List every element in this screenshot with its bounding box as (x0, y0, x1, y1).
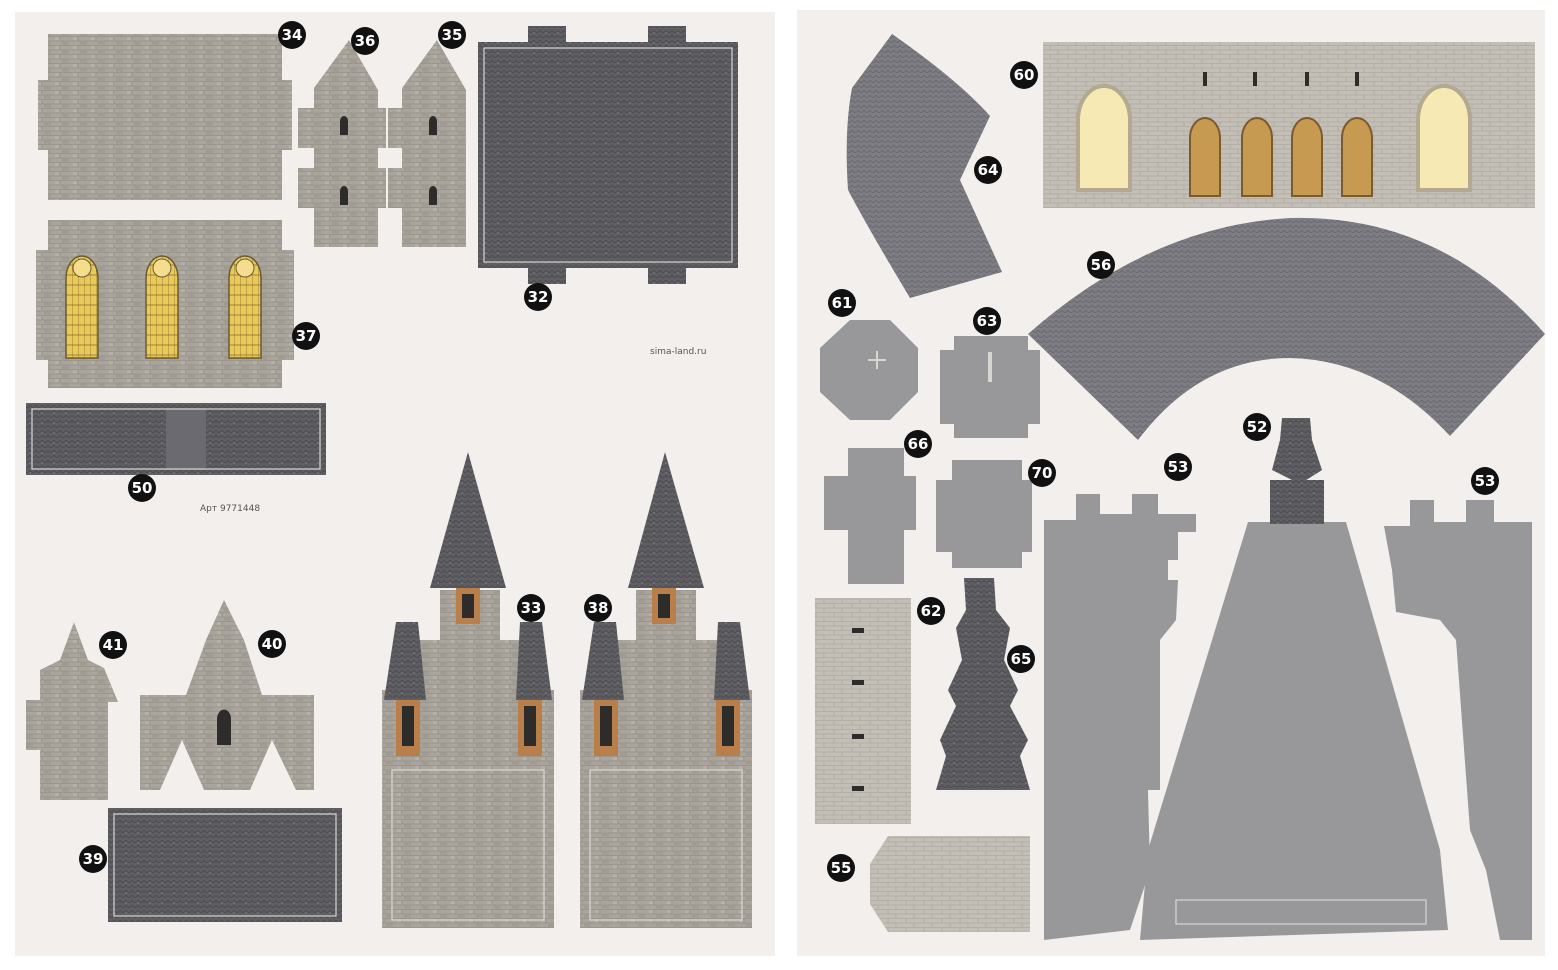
part-34-wall[interactable] (38, 34, 292, 200)
part-38-tower[interactable] (580, 452, 752, 928)
svg-text:37: 37 (296, 327, 317, 345)
svg-text:40: 40 (262, 635, 283, 653)
svg-text:56: 56 (1091, 256, 1112, 274)
svg-text:66: 66 (908, 435, 929, 453)
part-35-window (429, 116, 437, 205)
part-39-roof[interactable] (108, 808, 342, 922)
svg-text:41: 41 (103, 636, 124, 654)
article-text: Арт 9771448 (200, 504, 260, 514)
svg-text:33: 33 (521, 599, 542, 617)
part-56-roof-curve[interactable] (1028, 217, 1545, 440)
svg-text:38: 38 (588, 599, 609, 617)
svg-text:53: 53 (1168, 458, 1189, 476)
svg-text:62: 62 (921, 602, 942, 620)
part-60-wall[interactable] (1043, 42, 1535, 208)
part-65-spire[interactable] (936, 578, 1030, 790)
part-32-roof[interactable] (478, 26, 738, 284)
svg-text:52: 52 (1247, 418, 1268, 436)
part-66-brace[interactable] (824, 448, 916, 584)
part-53-right-panel[interactable] (1384, 500, 1532, 940)
part-64-roof-curve[interactable] (846, 34, 1002, 298)
svg-text:53: 53 (1475, 472, 1496, 490)
svg-text:39: 39 (83, 850, 104, 868)
part-62-slots (852, 628, 864, 791)
svg-text:70: 70 (1032, 464, 1053, 482)
svg-text:60: 60 (1014, 66, 1035, 84)
svg-text:32: 32 (528, 288, 549, 306)
part-63-base[interactable] (940, 336, 1040, 438)
part-40-wall[interactable] (140, 600, 314, 790)
part-70-brace[interactable] (936, 460, 1032, 568)
part-35-turret-wall[interactable] (388, 40, 466, 247)
part-37-windows (65, 255, 262, 359)
svg-text:34: 34 (282, 26, 303, 44)
part-36-turret-wall[interactable] (298, 40, 386, 247)
part-53-left-panel[interactable] (1044, 494, 1196, 940)
svg-text:50: 50 (132, 479, 153, 497)
part-40-window (217, 709, 231, 745)
part-55-wall[interactable] (870, 836, 1030, 932)
part-36-window (340, 116, 348, 205)
svg-text:55: 55 (831, 859, 852, 877)
svg-text:64: 64 (978, 161, 999, 179)
part-52-gable[interactable] (1140, 418, 1448, 940)
part-61-octagon[interactable] (820, 320, 918, 420)
svg-text:63: 63 (977, 312, 998, 330)
svg-text:61: 61 (832, 294, 853, 312)
svg-text:35: 35 (442, 26, 463, 44)
svg-text:36: 36 (355, 32, 376, 50)
site-text: sima-land.ru (650, 347, 706, 357)
part-41-wall[interactable] (26, 622, 118, 800)
svg-text:65: 65 (1011, 650, 1032, 668)
part-33-tower[interactable] (382, 452, 554, 928)
part-number-badges: 34 36 35 32 37 50 41 40 33 38 39 60 64 5… (79, 21, 1499, 882)
